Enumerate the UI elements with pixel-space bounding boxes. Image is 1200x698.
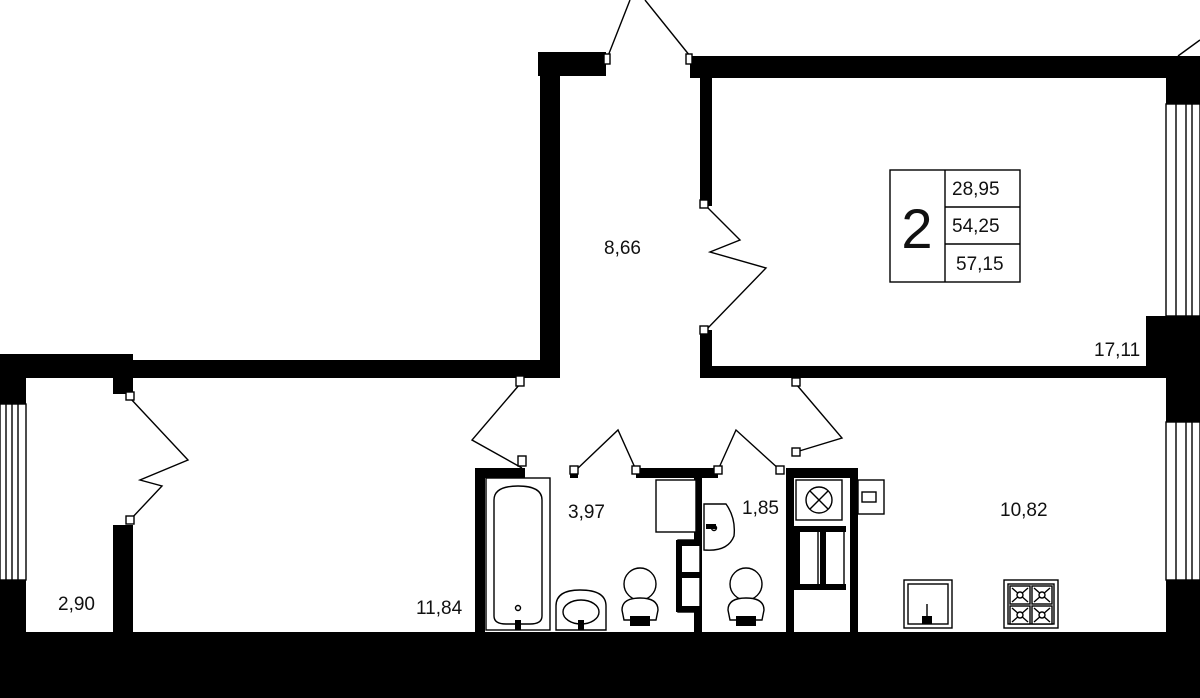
kitchen-tap-unit bbox=[846, 468, 885, 515]
bedroom-top-wall bbox=[690, 56, 1200, 78]
room-labels: 8,66 17,11 3,97 1,85 10,82 11,84 2,90 bbox=[58, 238, 1140, 619]
bathtub bbox=[485, 477, 551, 631]
kitchen-stove bbox=[1003, 579, 1059, 629]
burner-1 bbox=[1009, 585, 1031, 605]
total-area: 54,25 bbox=[952, 216, 1000, 237]
balcony-divider-top bbox=[113, 372, 133, 394]
living-area: 28,95 bbox=[952, 179, 1000, 200]
bedroom-area: 17,11 bbox=[1094, 340, 1140, 361]
burner-3 bbox=[1009, 605, 1031, 625]
wc-top-wall bbox=[636, 468, 718, 478]
burner-2 bbox=[1031, 585, 1053, 605]
window-kitchen bbox=[1165, 421, 1200, 581]
washing-machine bbox=[655, 479, 697, 533]
burner-4 bbox=[1031, 605, 1053, 625]
kitchen-area: 10,82 bbox=[1000, 500, 1048, 521]
shaft-wall-right bbox=[850, 468, 858, 638]
left-wall-top bbox=[0, 354, 26, 404]
bedroom-left-wall-top bbox=[700, 56, 712, 206]
bathroom-sink bbox=[555, 589, 607, 631]
bathroom-top-wall-left bbox=[475, 468, 525, 478]
apartment-legend: 2 28,95 54,25 57,15 bbox=[889, 169, 1021, 283]
walls bbox=[0, 52, 1200, 698]
window-bedroom bbox=[1165, 103, 1200, 317]
hall-area: 8,66 bbox=[604, 238, 641, 259]
bedroom-door bbox=[699, 199, 768, 335]
living-room-area: 11,84 bbox=[416, 598, 463, 619]
fixtures bbox=[485, 468, 1059, 631]
entrance-door bbox=[603, 0, 693, 65]
balcony-area: 2,90 bbox=[58, 594, 95, 615]
hall-left-wall bbox=[540, 52, 560, 378]
living-top-wall bbox=[115, 360, 560, 378]
windows bbox=[0, 39, 1200, 581]
total-area-with-balcony: 57,15 bbox=[956, 254, 1004, 275]
wc-sink bbox=[703, 503, 736, 551]
doors bbox=[125, 0, 844, 525]
towel-radiator bbox=[676, 539, 702, 613]
right-wall-mid bbox=[1146, 316, 1200, 378]
right-wall-upper bbox=[1166, 56, 1200, 104]
rooms-count: 2 bbox=[901, 197, 932, 260]
bottom-wall bbox=[0, 632, 1200, 698]
bathroom-area: 3,97 bbox=[568, 502, 605, 523]
kitchen-sink bbox=[903, 579, 953, 629]
living-door bbox=[470, 375, 527, 469]
bathroom-left-wall bbox=[475, 468, 485, 638]
shaft-wall-left bbox=[786, 468, 794, 638]
toilet-area: 1,85 bbox=[742, 498, 779, 519]
left-wall-bottom bbox=[0, 580, 26, 640]
bedroom-bottom-wall bbox=[700, 366, 1200, 378]
legend-frame bbox=[889, 169, 1021, 283]
kitchen-door bbox=[791, 377, 844, 457]
hall-left-top-block bbox=[538, 52, 606, 76]
right-wall-lower bbox=[1166, 580, 1200, 640]
toilet-door bbox=[713, 428, 785, 475]
shaft-units bbox=[794, 479, 846, 590]
bathroom-toilet bbox=[621, 567, 659, 626]
right-wall-kitchen bbox=[1166, 372, 1200, 422]
window-balcony bbox=[0, 403, 27, 581]
balcony-divider-bottom bbox=[113, 525, 133, 635]
window-top-right bbox=[1177, 39, 1200, 57]
bathroom-door bbox=[569, 428, 641, 475]
shaft-top-wall bbox=[786, 468, 856, 478]
balcony-door bbox=[125, 391, 190, 525]
wc-toilet bbox=[727, 567, 765, 626]
